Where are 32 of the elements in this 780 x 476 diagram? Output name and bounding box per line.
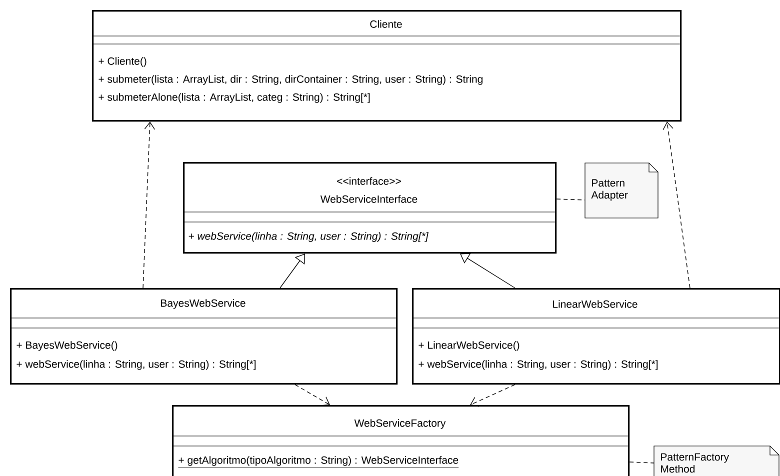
class-name: BayesWebService xyxy=(161,299,246,309)
dependency-arrow xyxy=(142,122,156,288)
note-box xyxy=(654,446,780,476)
note-box xyxy=(584,162,658,218)
class-name: Cliente xyxy=(370,20,402,28)
operation-text: + getAlgoritmo(tipoAlgoritmo : String) : WebServiceInterface xyxy=(178,456,459,468)
operation-text: + LinearWebService() xyxy=(418,341,520,351)
operation-text: + webService(linha : String, user : String) : String[*] xyxy=(16,360,256,370)
operation-text: + Cliente() xyxy=(98,57,146,67)
stereotype-label: <<interface>> xyxy=(337,177,401,185)
dependency-arrow xyxy=(470,384,516,407)
operation-text: + webService(linha : String, user : String) : String[*] xyxy=(188,232,429,242)
class-name: WebServiceInterface xyxy=(320,195,418,203)
operation-text: + webService(linha : String, user : String) : String[*] xyxy=(418,360,658,370)
operation-text: + submeter(lista : ArrayList, dir : String, dirContainer : String, user : String) : String xyxy=(98,75,483,85)
connector-line xyxy=(556,198,586,200)
note-text: PatternFactory Method xyxy=(661,453,730,473)
class-box xyxy=(172,405,630,476)
note-text: Pattern Adapter xyxy=(591,179,628,201)
connector-line xyxy=(629,462,654,464)
class-box xyxy=(182,162,557,254)
class-name: WebServiceFactory xyxy=(354,419,446,429)
operation-text: + BayesWebService() xyxy=(16,341,118,351)
class-name: LinearWebService xyxy=(553,300,638,308)
realization-arrow xyxy=(460,253,516,288)
realization-arrow xyxy=(280,254,305,288)
operation-text: + submeterAlone(lista : ArrayList, categ : String) : String[*] xyxy=(98,93,370,103)
class-box xyxy=(92,10,682,122)
class-box xyxy=(412,288,780,385)
dependency-arrow xyxy=(294,384,330,406)
class-box xyxy=(10,288,398,385)
dependency-arrow xyxy=(662,122,690,288)
